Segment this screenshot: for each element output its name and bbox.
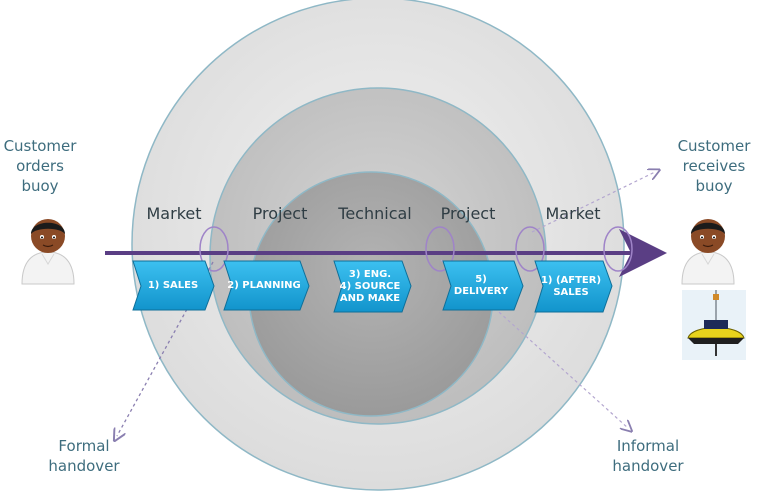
handover-marker-project-delivery bbox=[425, 226, 455, 272]
buoy-icon bbox=[682, 290, 746, 360]
handover-marker-market bbox=[515, 226, 545, 272]
informal-handover-pointer-up bbox=[531, 172, 655, 233]
step-sales-shape bbox=[132, 260, 215, 311]
step-planning-shape bbox=[223, 260, 310, 311]
ring-label-market-right: Market bbox=[545, 204, 601, 223]
step-delivery-shape bbox=[442, 260, 524, 311]
person-icon bbox=[21, 219, 75, 285]
ring-label-project-right: Project bbox=[440, 204, 496, 223]
step-eng-source-make-label: 3) ENG. 4) SOURCE AND MAKE bbox=[339, 269, 401, 304]
customer-receives-buoy-label: Customer receives buoy bbox=[677, 137, 751, 195]
customer-orders-buoy-label: Customer orders buoy bbox=[3, 137, 77, 195]
person-icon bbox=[681, 219, 735, 285]
handover-marker-sales-planning bbox=[199, 226, 229, 272]
step-after-sales-shape bbox=[534, 260, 613, 313]
ring-label-market-left: Market bbox=[146, 204, 202, 223]
formal-handover-label: Formal handover bbox=[48, 437, 120, 475]
step-planning-label: 2) PLANNING bbox=[227, 280, 301, 291]
ring-label-project-left: Project bbox=[252, 204, 308, 223]
ring-label-technical: Technical bbox=[338, 204, 412, 223]
step-delivery-label: 5) DELIVERY bbox=[453, 274, 509, 297]
step-sales-label: 1) SALES bbox=[147, 280, 199, 291]
step-after-sales-label: 1) (AFTER) SALES bbox=[540, 275, 602, 298]
handover-marker-customer bbox=[603, 226, 633, 272]
step-eng-source-make-shape bbox=[333, 260, 412, 313]
informal-handover-label: Informal handover bbox=[612, 437, 684, 475]
